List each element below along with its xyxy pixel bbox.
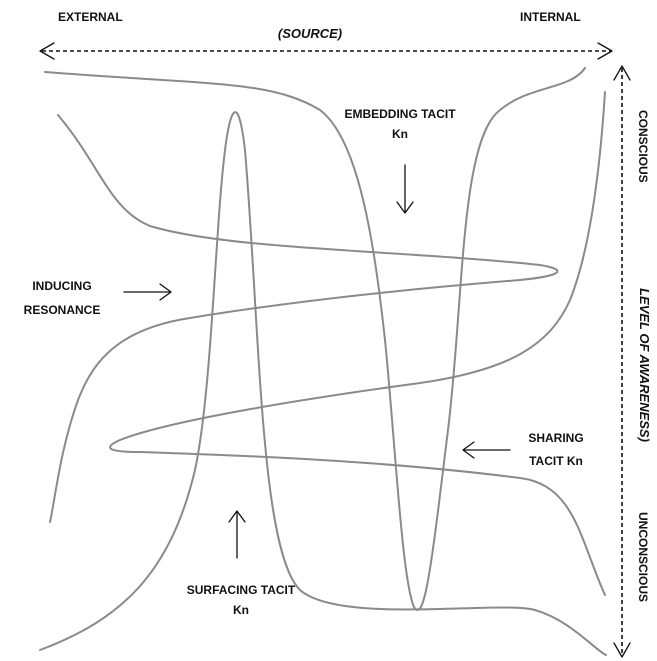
sharing-label-line2: TACIT Kn — [529, 454, 583, 468]
embedding-label-line2: Kn — [392, 127, 408, 141]
source-right-label: INTERNAL — [520, 10, 581, 24]
surfacing-label-line1: SURFACING TACIT — [187, 583, 296, 597]
spiral-curve-right — [109, 91, 606, 596]
source-left-label: EXTERNAL — [58, 10, 123, 24]
inducing-process: INDUCING RESONANCE — [24, 279, 172, 317]
inducing-label-line2: RESONANCE — [24, 303, 101, 317]
arrow-right-icon — [159, 283, 172, 301]
embedding-label-line1: EMBEDDING TACIT — [344, 107, 456, 121]
surfacing-label-line2: Kn — [233, 603, 249, 617]
arrow-down-icon — [396, 201, 414, 214]
arrow-right-icon — [597, 42, 613, 60]
arrow-down-icon — [613, 642, 631, 658]
knowledge-spiral — [39, 67, 607, 656]
arrow-left-icon — [39, 42, 55, 60]
spiral-curve-top — [44, 67, 586, 611]
awareness-axis-title: LEVEL OF AWARENESS) — [637, 288, 652, 442]
embedding-process: EMBEDDING TACIT Kn — [344, 107, 456, 214]
arrow-up-icon — [228, 510, 246, 523]
source-axis-title: (SOURCE) — [278, 26, 342, 41]
arrow-up-icon — [613, 65, 631, 81]
arrow-left-icon — [462, 441, 475, 459]
surfacing-process: SURFACING TACIT Kn — [187, 510, 296, 617]
inducing-label-line1: INDUCING — [32, 279, 91, 293]
source-axis: EXTERNAL (SOURCE) INTERNAL — [39, 10, 613, 60]
sharing-process: SHARING TACIT Kn — [462, 431, 584, 468]
awareness-top-label: CONSCIOUS — [636, 110, 650, 183]
awareness-bottom-label: UNCONSCIOUS — [636, 512, 650, 602]
awareness-axis: CONSCIOUS LEVEL OF AWARENESS) UNCONSCIOU… — [613, 65, 652, 658]
spiral-curve-bottom — [39, 111, 607, 656]
sharing-label-line1: SHARING — [528, 431, 583, 445]
spiral-curve-left — [49, 114, 559, 523]
